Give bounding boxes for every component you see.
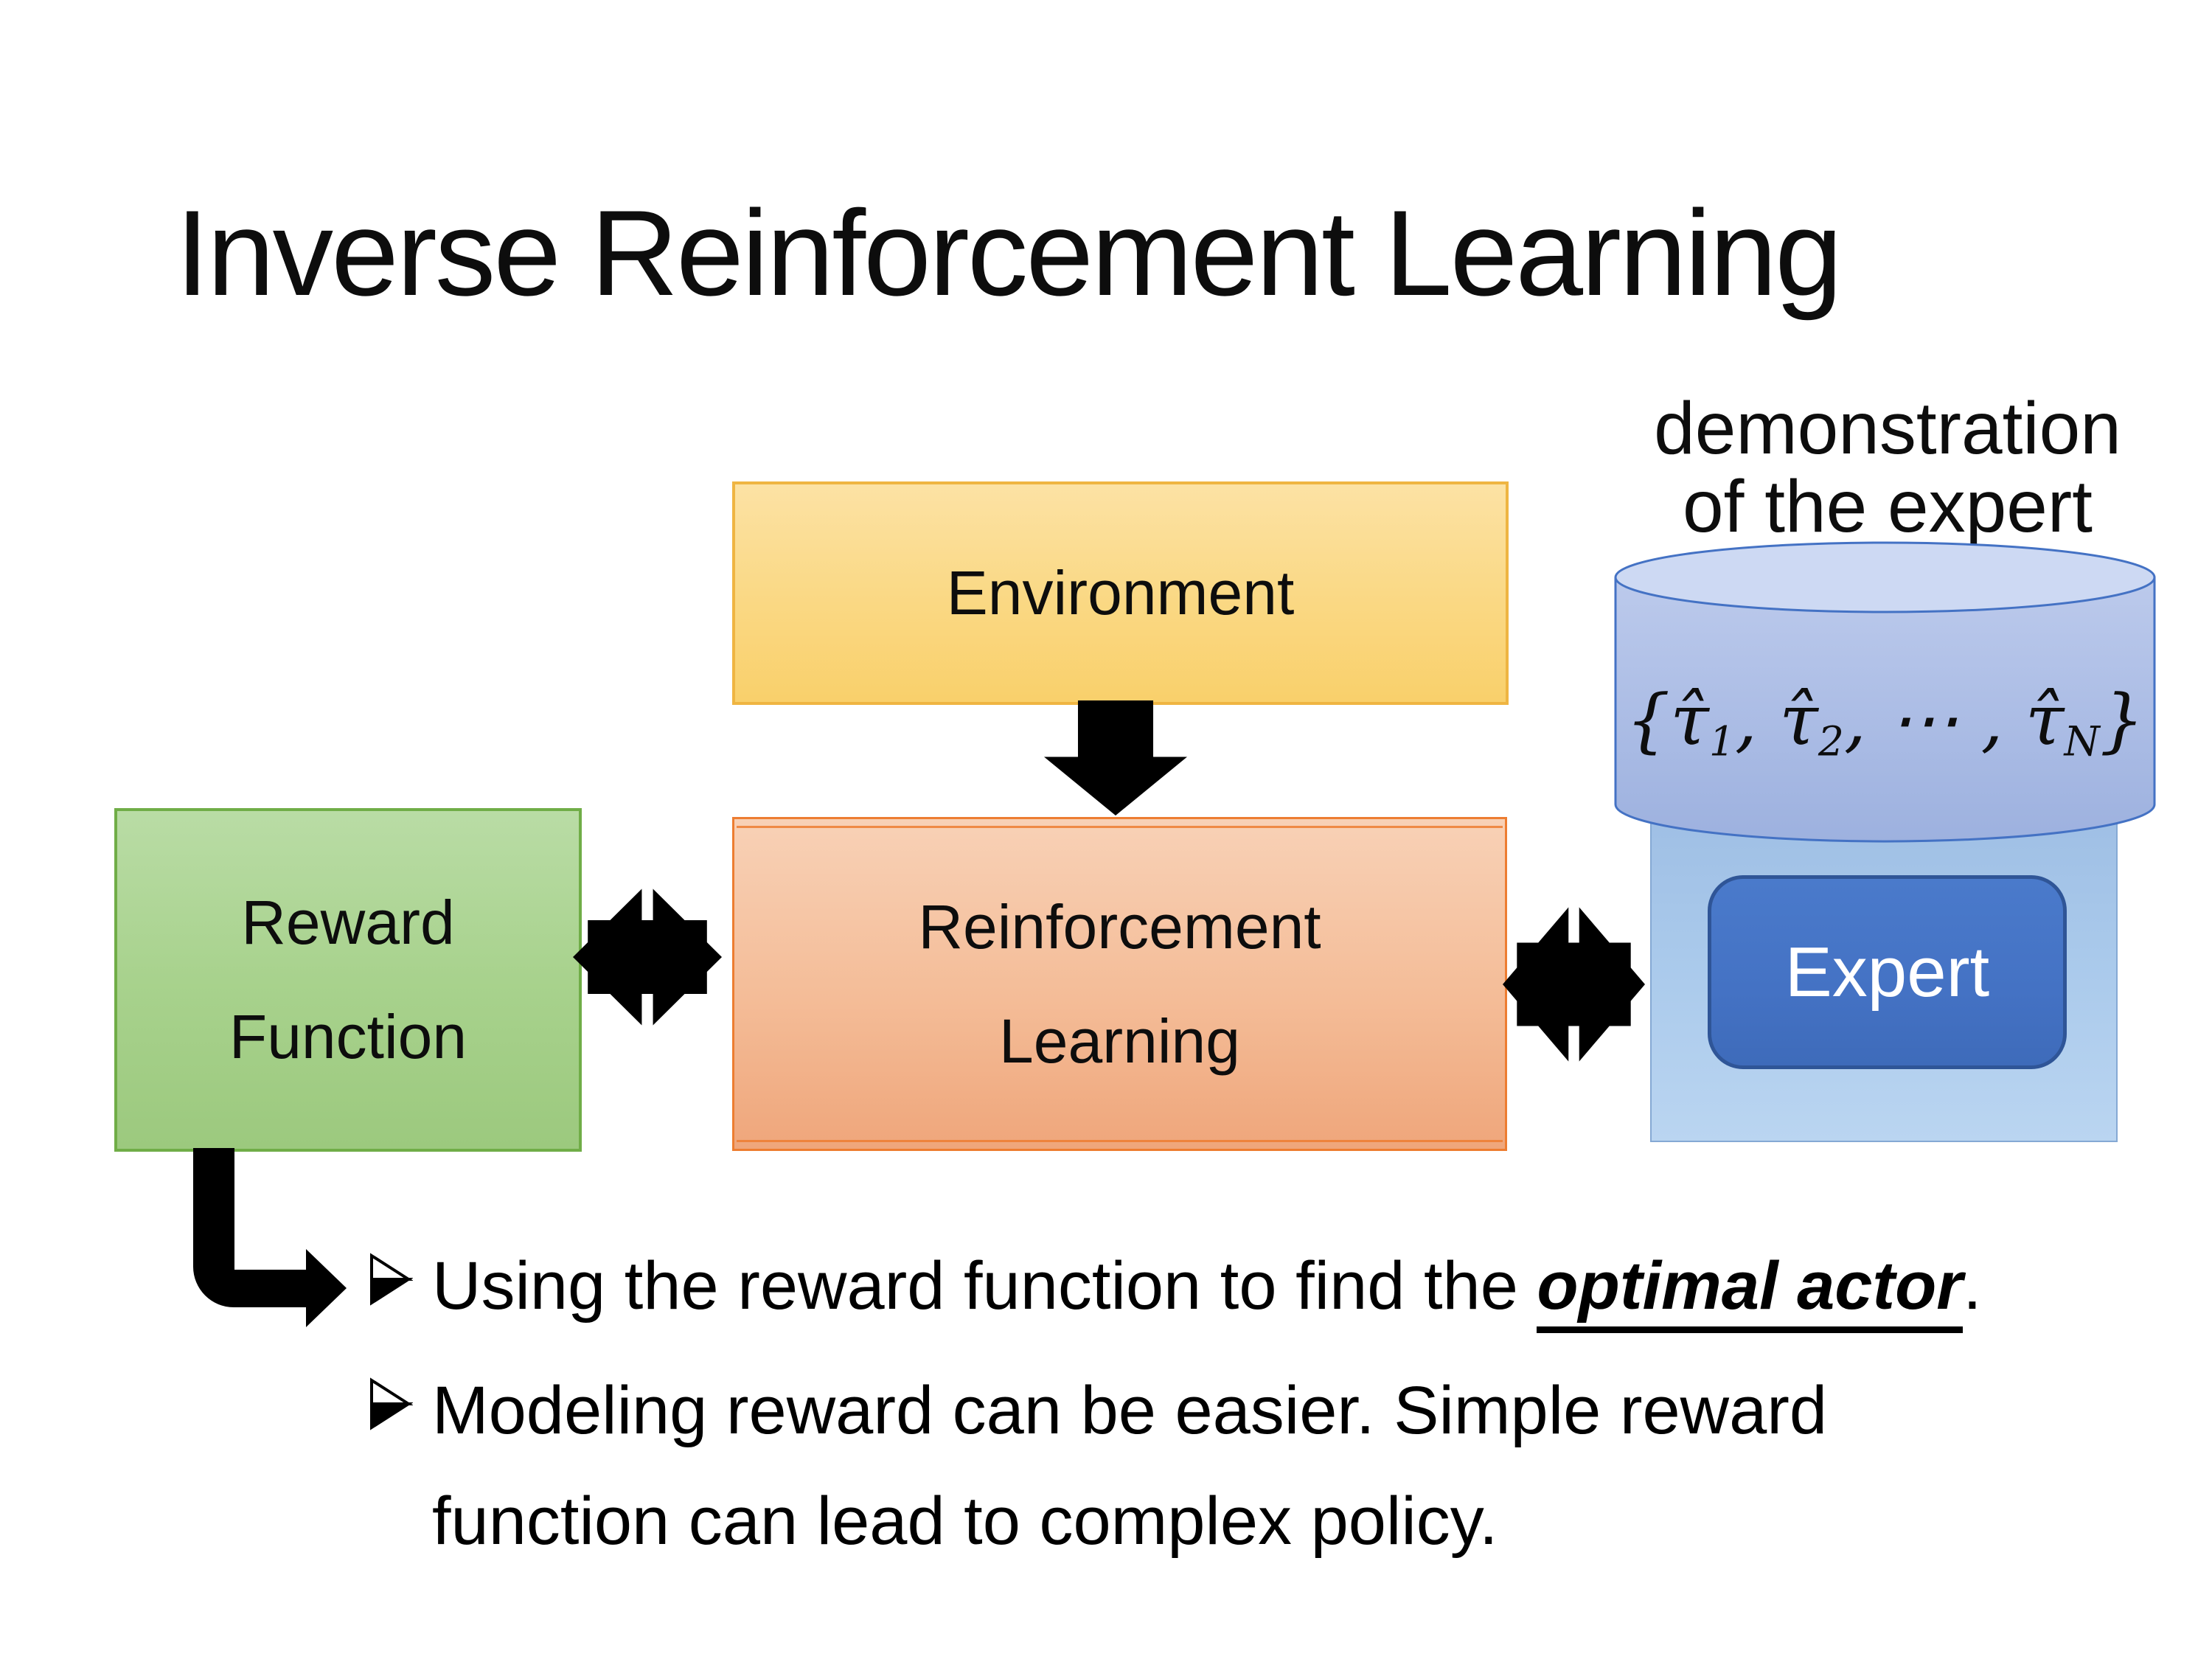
demonstration-label: demonstration of the expert — [1654, 387, 2121, 548]
formula-part: {τ̂ — [1625, 680, 1709, 761]
formula-subscript: 2 — [1818, 717, 1844, 765]
elbow-arrow-icon — [193, 1148, 347, 1327]
exchange-arrow-icon — [573, 883, 722, 1031]
trajectory-set-formula: {τ̂1, τ̂2, ⋯ , τ̂N} — [1613, 672, 2157, 768]
formula-part: , τ̂ — [1734, 680, 1818, 761]
formula-subscript: N — [2064, 717, 2100, 765]
expert-box: Expert — [1708, 875, 2067, 1069]
bullet-2-text: Modeling reward can be easier. Simple re… — [432, 1373, 1828, 1559]
environment-box: Environment — [732, 481, 1509, 705]
reinforcement-learning-label: Reinforcement Learning — [918, 891, 1321, 1076]
bullet-1-suffix: . — [1963, 1248, 1982, 1324]
bullet-item-2: Modeling reward can be easier. Simple re… — [369, 1355, 1917, 1576]
slide-title: Inverse Reinforcement Learning — [175, 185, 1843, 321]
exchange-arrow-icon — [1503, 901, 1645, 1068]
demonstration-database-cylinder — [1614, 541, 2156, 843]
bullet-1-text: Using the reward function to find the op… — [432, 1241, 1982, 1333]
environment-label: Environment — [946, 558, 1295, 627]
bullet-1-emphasis: optimal actor — [1537, 1248, 1964, 1333]
bullet-1-prefix: Using the reward function to find the — [432, 1248, 1537, 1324]
formula-subscript: 1 — [1708, 717, 1735, 765]
reward-function-label: Reward Function — [229, 888, 467, 1071]
arrowhead-bullet-icon — [370, 1253, 413, 1306]
formula-part: } — [2099, 680, 2145, 761]
reinforcement-learning-box: Reinforcement Learning — [732, 817, 1507, 1151]
reward-function-box: Reward Function — [114, 808, 582, 1152]
bullet-item-1: Using the reward function to find the op… — [369, 1241, 2153, 1333]
arrowhead-bullet-icon — [370, 1377, 413, 1430]
down-arrow-icon — [1044, 700, 1187, 815]
formula-part: , ⋯ , τ̂ — [1843, 680, 2065, 761]
expert-label: Expert — [1784, 932, 1990, 1012]
